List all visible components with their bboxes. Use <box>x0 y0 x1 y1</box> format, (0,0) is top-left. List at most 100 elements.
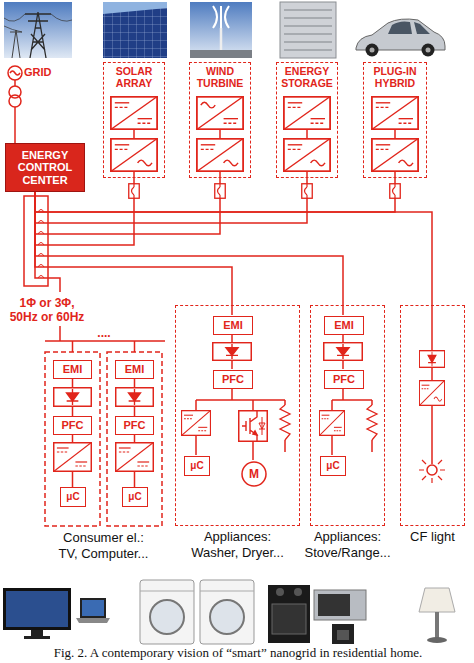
storage-cabinet-photo <box>280 2 336 58</box>
cf-light-circuit <box>419 351 444 368</box>
tv-photo <box>3 588 71 639</box>
continuation-dots: .... <box>92 326 116 340</box>
subsystem-box: PLUG-IN HYBRID <box>363 62 427 178</box>
component-label: PFC <box>62 420 84 431</box>
dryer-photo <box>200 591 254 592</box>
source-converters <box>371 138 419 172</box>
subsystem-box: WIND TURBINE <box>189 62 251 178</box>
consumer-electronics-circuit <box>54 388 92 407</box>
consumer-electronics-circuit <box>116 388 154 407</box>
component-box: μC <box>320 456 346 476</box>
washer-circuit <box>239 411 268 442</box>
dryer-photo <box>200 580 254 644</box>
tv-photo <box>24 636 50 639</box>
component-label: PFC <box>333 374 355 385</box>
subsystem-box: CF light <box>400 305 465 526</box>
grid-source-symbol <box>8 66 22 80</box>
power-wire <box>35 192 232 305</box>
source-converters <box>283 96 331 130</box>
laptop-photo <box>76 598 110 623</box>
source-converters <box>371 96 419 130</box>
power-line-photo <box>25 12 51 58</box>
stove-photo <box>268 585 310 643</box>
laptop-photo <box>76 618 110 623</box>
plug-in-hybrid-photo <box>370 48 375 53</box>
subsystem-title: SOLAR ARRAY <box>104 63 164 89</box>
component-label: μC <box>190 461 203 471</box>
circuit-breaker <box>390 183 401 199</box>
stove-photo <box>294 588 302 596</box>
cf-light-circuit <box>427 465 437 475</box>
figure-caption: Fig. 2. A contemporary vision of “smart”… <box>3 645 473 661</box>
grid-source-symbol <box>9 95 21 107</box>
component-box: PFC <box>53 416 92 435</box>
washer-circuit <box>280 405 290 440</box>
circuit-breaker <box>129 183 401 199</box>
wind-turbine-photo <box>190 50 252 58</box>
washer-circuit <box>213 343 252 361</box>
plug-in-hybrid-photo <box>388 21 430 34</box>
component-box: EMI <box>213 316 253 335</box>
cf-light-circuit <box>419 380 445 406</box>
component-box: μC <box>122 487 148 507</box>
component-label: M <box>249 467 259 481</box>
coffee-maker-photo <box>337 630 349 640</box>
laptop-photo <box>80 598 106 618</box>
consumer-electronics-circuit <box>45 352 162 526</box>
subsystem-box: ENERGY STORAGE <box>276 62 338 178</box>
component-label: EMI <box>334 320 354 331</box>
component-box: EMI <box>324 316 364 335</box>
power-line-photo <box>10 30 22 58</box>
power-wire <box>35 178 395 212</box>
breaker-panel <box>38 210 44 279</box>
microwave-photo <box>314 590 366 620</box>
power-line-photo <box>4 2 72 58</box>
power-wire <box>35 192 432 305</box>
cf-light-circuit <box>419 305 445 483</box>
appliance-caption: Consumer el.: TV, Computer... <box>55 530 152 561</box>
component-box: PFC <box>213 370 253 389</box>
stove-circuit <box>319 410 345 436</box>
dryer-photo <box>210 600 244 634</box>
supply-spec-label: 1Φ or 3Φ, 50Hz or 60Hz <box>6 296 88 325</box>
lamp-photo <box>419 588 455 643</box>
appliance-caption: Appliances: Washer, Dryer... <box>184 529 292 560</box>
microwave-photo <box>318 594 350 616</box>
stove-circuit <box>367 405 377 440</box>
plug-in-hybrid-photo <box>422 44 435 57</box>
photo-strip-bottom <box>3 580 455 644</box>
lamp-photo <box>419 588 455 612</box>
component-label: μC <box>128 492 141 502</box>
stove-photo <box>272 604 306 634</box>
component-label: μC <box>66 492 79 502</box>
subsystem-box: Appliances: Washer, Dryer...EMIPFCμCM <box>175 305 300 526</box>
storage-cabinet-photo <box>284 10 332 50</box>
source-converters <box>219 130 221 178</box>
subsystem-title: PLUG-IN HYBRID <box>364 63 426 89</box>
component-box: EMI <box>115 360 154 379</box>
source-label: GRID <box>24 66 74 79</box>
source-converters <box>306 130 308 178</box>
component-box: PFC <box>115 416 154 435</box>
component-box: μC <box>60 487 86 507</box>
subsystem-box: SOLAR ARRAY <box>103 62 165 178</box>
grid-source-symbol <box>14 107 16 143</box>
breaker-panel <box>24 192 165 352</box>
consumer-electronics-circuit <box>53 442 92 472</box>
stove-photo <box>276 588 284 596</box>
storage-cabinet-photo <box>280 2 336 58</box>
power-wire <box>35 192 343 305</box>
washer-photo <box>140 591 194 592</box>
stove-circuit <box>324 343 363 361</box>
washer-photo <box>140 580 194 644</box>
component-label: EMI <box>125 364 145 375</box>
component-label: PFC <box>222 374 244 385</box>
photo-strip-top <box>4 2 445 58</box>
solar-panel-photo <box>103 8 167 58</box>
washer-circuit <box>196 305 285 460</box>
control-center-box: ENERGY CONTROL CENTER <box>5 143 85 192</box>
component-label: PFC <box>124 420 146 431</box>
tv-photo <box>31 630 43 636</box>
component-label: EMI <box>63 364 83 375</box>
